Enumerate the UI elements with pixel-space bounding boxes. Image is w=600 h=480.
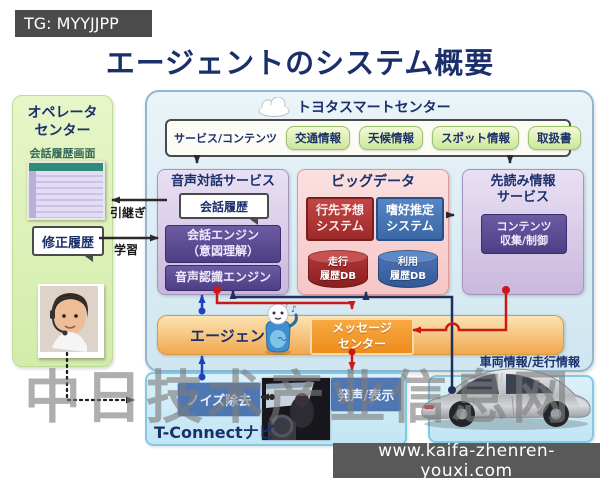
service-button-manual: 取扱書 — [528, 126, 581, 150]
agent-bar: エージェント ♪ ♪ メッセージ センター — [157, 302, 564, 355]
handover-label: 引継ぎ — [110, 206, 147, 220]
operator-photo — [38, 284, 104, 358]
tconnect-panel: ノイズ除去 発声/表示 T-Connectナビ — [145, 372, 407, 446]
svg-text:♪: ♪ — [291, 305, 297, 315]
service-button-weather: 天候情報 — [359, 126, 424, 150]
noise-removal-box: ノイズ除去 — [177, 382, 261, 417]
preference-estimation-box: 嗜好推定 システム — [376, 197, 444, 241]
operator-with-headset-photo — [40, 286, 98, 352]
agent-mascot-icon: ♪ ♪ — [265, 302, 298, 355]
message-center-box: メッセージ センター — [310, 318, 414, 355]
service-button-spot: スポット情報 — [432, 126, 520, 150]
correction-history-bubble: 修正履歴 — [32, 226, 104, 262]
big-data-title: ビッグデータ — [331, 174, 415, 190]
voice-dialog-service-box: 音声対話サービス 会話履歴 会話エンジン （意図理解） 音声認識エンジン — [157, 169, 289, 295]
big-data-box: ビッグデータ 行先予想 システム 嗜好推定 システム 走行 履歴DB 利用 履歴… — [297, 169, 449, 295]
screenshot-titlebar — [29, 163, 103, 171]
lookahead-title: 先読み情報 サービス — [490, 174, 556, 205]
content-collection-box: コンテンツ 収集/制御 — [481, 214, 567, 254]
driving-history-db-label: 走行 履歴DB — [320, 257, 356, 282]
services-label: サービス/コンテンツ — [174, 132, 278, 145]
operator-center-panel: オペレータ センター 会話履歴画面 修正履歴 — [12, 95, 113, 367]
conversation-history-screenshot — [27, 161, 105, 220]
speech-display-box: 発声/表示 — [330, 377, 402, 412]
services-bar: サービス/コンテンツ 交通情報 天候情報 スポット情報 取扱書 — [165, 119, 581, 157]
car-image — [414, 352, 596, 442]
service-button-traffic: 交通情報 — [286, 126, 351, 150]
usage-history-db-label: 利用 履歴DB — [390, 257, 426, 282]
voice-dialog-title: 音声対話サービス — [170, 174, 275, 189]
screenshot-body — [29, 171, 103, 218]
watermark-url-bar: www.kaifa-zhenren-youxi.com — [333, 441, 600, 480]
cloud-icon — [258, 97, 290, 117]
lookahead-service-box: 先読み情報 サービス コンテンツ 収集/制御 — [462, 169, 584, 295]
page-title: エージェントのシステム概要 — [105, 46, 495, 80]
smart-center-title: トヨタスマートセンター — [297, 100, 451, 116]
conversation-history-screen-label: 会話履歴画面 — [29, 147, 96, 160]
tconnect-title: T-Connectナビ — [154, 423, 275, 442]
conversation-engine-box: 会話エンジン （意図理解） — [165, 225, 281, 263]
driving-history-db-cylinder: 走行 履歴DB — [308, 250, 368, 288]
vehicle-info-label: 車両情報/走行情報 — [479, 355, 580, 369]
usage-history-db-cylinder: 利用 履歴DB — [378, 250, 438, 288]
speech-recognition-engine-box: 音声認識エンジン — [165, 265, 281, 291]
conversation-history-bubble: 会話履歴 — [179, 193, 269, 225]
screenshot-left-column — [29, 171, 36, 218]
prius-car-photo — [421, 368, 591, 430]
tag-badge: TG: MYYJJPP — [15, 10, 152, 37]
smart-center-panel: トヨタスマートセンター サービス/コンテンツ 交通情報 天候情報 スポット情報 … — [145, 90, 594, 372]
operator-center-title: オペレータ センター — [27, 105, 98, 139]
agent-mascot: ♪ ♪ — [258, 302, 302, 360]
smart-center-header: トヨタスマートセンター — [257, 96, 451, 118]
learning-label: 学習 — [114, 243, 139, 257]
destination-prediction-box: 行先予想 システム — [306, 197, 374, 241]
